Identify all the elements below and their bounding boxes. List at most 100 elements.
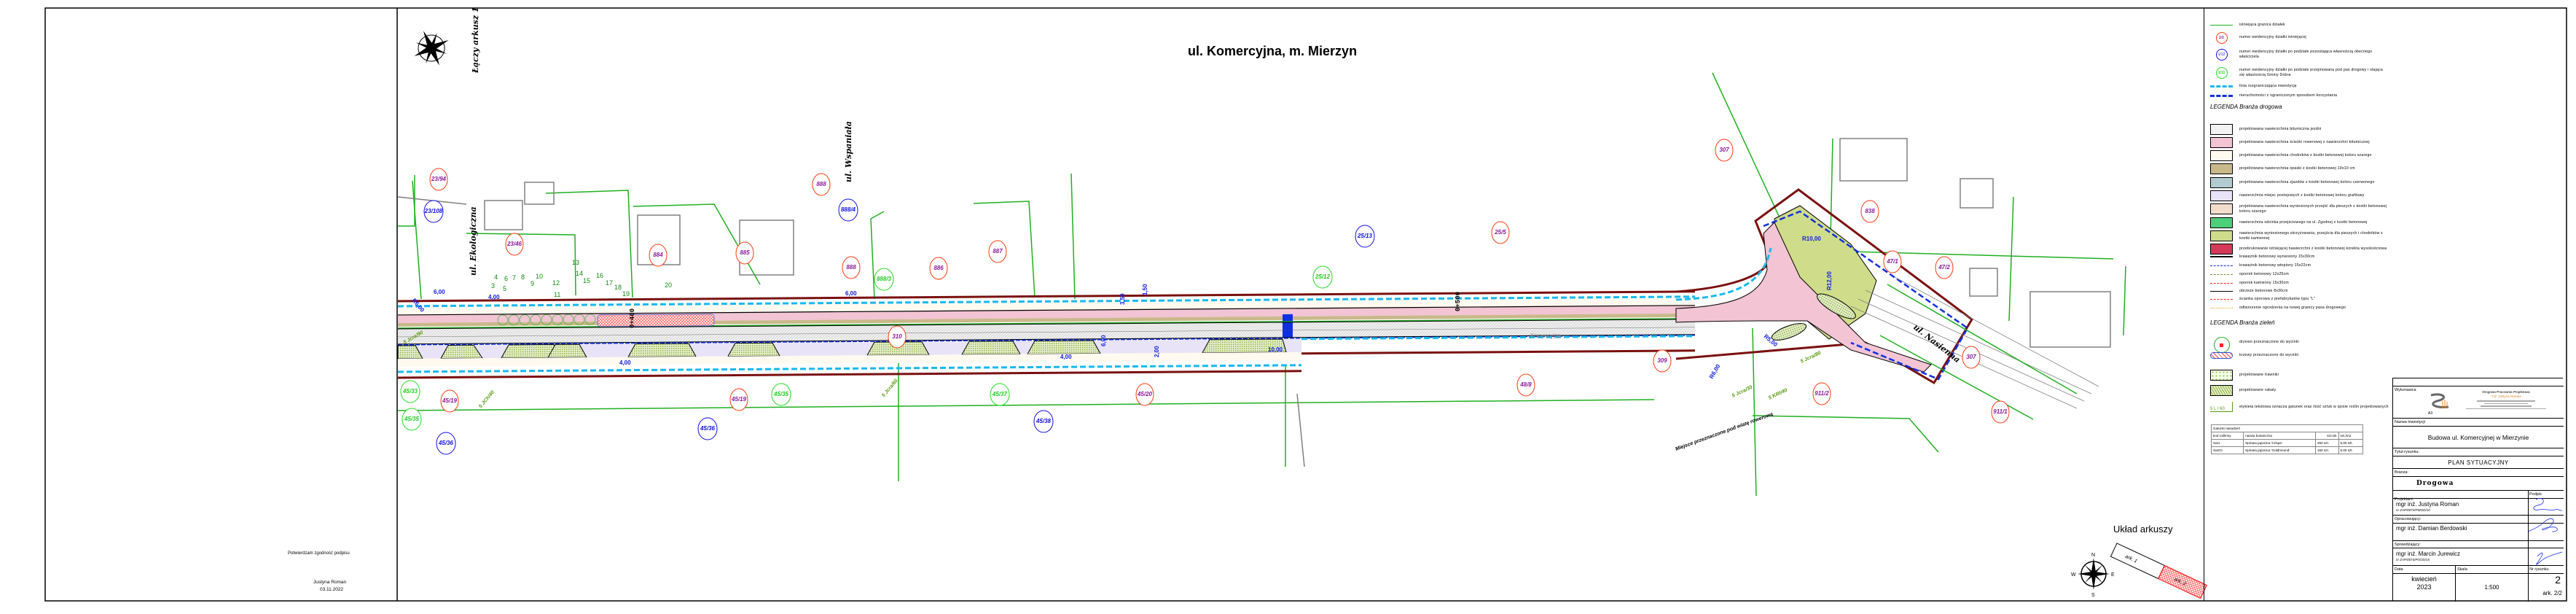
tree-numbers: 3 4 5 6 7 8 9 10 11 12 13 14 15 16 17 18… [491, 259, 672, 298]
tree-number: 20 [665, 281, 672, 289]
dimension: R10,00 [1802, 236, 1821, 242]
legend-line-symbol [2210, 290, 2233, 292]
parcel-label: 45/20 [1135, 383, 1154, 406]
title-block: Wykonawca A3 Drogowa Pracownia Projektow… [2392, 378, 2564, 602]
legend-swatch [2210, 124, 2233, 135]
parcel-label: 47/1 [1883, 250, 1902, 273]
svg-text:888: 888 [816, 181, 826, 187]
legend-item: projektowana nawierzchnia ścieżki rowero… [2210, 137, 2389, 148]
table-header: kod roślinny [2210, 432, 2244, 440]
signature-author [2529, 518, 2558, 532]
legend-item: projektowana nawierzchnia opaski z kostk… [2210, 163, 2389, 174]
station-marker: 0+400 [629, 308, 636, 328]
compass-rose-icon: N S E W [2071, 553, 2115, 598]
street-label-nasienna: ul. Nasienna [1911, 322, 1962, 365]
parcel-label: 888/4 [838, 198, 858, 222]
legend-item: 1/12 numer ewidencyjny działki po podzia… [2210, 49, 2389, 61]
dimension: 6,00 [434, 289, 445, 295]
branch-label: Branża: [2393, 469, 2564, 477]
legend-heading-road: LEGENDA Branża drogowa [2210, 104, 2282, 110]
signature-checker [2536, 551, 2563, 565]
planting-tag: 5 Jcra/80 [1800, 351, 1822, 365]
parcel-label: 25/13 [1355, 225, 1375, 248]
dimension: 6,00 [845, 290, 857, 297]
tree-number: 8 [521, 273, 525, 281]
shrub-removal-icon [2210, 352, 2233, 359]
parcel-label: 309 [1653, 349, 1672, 373]
plants-table-title: Gatunki nasadzeń [2211, 424, 2363, 432]
svg-text:838: 838 [1865, 208, 1875, 214]
parcel-label: 888/3 [874, 268, 894, 291]
svg-text:911/1: 911/1 [1993, 408, 2008, 415]
parcel-label: 887 [988, 240, 1007, 263]
compass-s: S [2091, 593, 2095, 598]
svg-text:45/38: 45/38 [1036, 418, 1052, 424]
parcel-label: 23/108 [423, 200, 444, 223]
tree-number: 7 [512, 274, 516, 281]
parcel-label: 838 [1860, 200, 1879, 223]
legend-item: projektowana nawierzchnia wyniesionych p… [2210, 203, 2389, 214]
legend-swatch [2210, 230, 2233, 241]
legend-sample: 5 L / 60 [2210, 402, 2233, 412]
svg-text:884: 884 [653, 252, 663, 258]
legend-item: projektowane trawniki [2210, 370, 2389, 381]
parcel-label: 884 [649, 244, 668, 267]
confirmation-name: Justyna Roman [313, 580, 347, 585]
legend-item: przebrukowanie istniejącej nawierzchni z… [2210, 244, 2389, 254]
dimension: 4,00 [619, 360, 631, 366]
author-name: mgr inż. Damian Berdowski [2393, 524, 2564, 541]
street-label-wspaniala: ul. Wspaniała [844, 121, 853, 182]
investment-name: Budowa ul. Komercyjnej w Mierzynie [2393, 427, 2564, 448]
signature-label: Podpis [2529, 492, 2542, 497]
svg-text:23/94: 23/94 [431, 176, 447, 182]
legend-heading-green: LEGENDA Branża zieleń [2210, 319, 2275, 326]
tree-number: 6 [504, 275, 508, 282]
parcel-label: 45/36 [436, 432, 456, 455]
legend-item: nawierzchnia wyniesionego skrzyżowania, … [2210, 230, 2389, 241]
svg-text:45/36: 45/36 [438, 440, 454, 446]
tree-number: 9 [531, 280, 534, 287]
parcel-label: 45/19 [729, 388, 748, 411]
legend-item: krawężnik betonowy wtopiony 15x22cm [2210, 263, 2389, 268]
parcel-label: 48/8 [1516, 373, 1535, 397]
legend-swatch [2210, 177, 2233, 188]
tree-number: 12 [552, 279, 560, 287]
legend-item: projektowana nawierzchnia bitumiczna jez… [2210, 124, 2389, 135]
contractor-section: Wykonawca A3 Drogowa Pracownia Projektow… [2393, 386, 2564, 419]
dimension: R6,00 [1708, 363, 1722, 380]
legend-item: 1/11 numer ewidencyjny działki po podzia… [2210, 67, 2389, 79]
scale-value: 1:500 [2484, 584, 2499, 591]
bike-shelter-note: Miejsce przeznaczone pod wiatę rowerową [1675, 412, 1774, 452]
svg-text:911/2: 911/2 [1814, 390, 1829, 397]
svg-text:45/36: 45/36 [700, 425, 716, 432]
legend-item: nawierzchnia miejsc postojowych z kostki… [2210, 190, 2389, 201]
svg-text:886: 886 [933, 265, 944, 271]
parcel-label: 47/2 [1935, 256, 1954, 279]
planting-tag: 5 Jcra/60 [881, 378, 899, 399]
legend-line-symbol [2210, 256, 2233, 258]
legend-item: nawierzchnia odcinka przejściowego na ul… [2210, 217, 2389, 228]
designer-license: nr ZAP/0074/PWOD/10 [2396, 508, 2430, 512]
station-marker: 0+500 [1455, 292, 1462, 311]
parcel-label: 885 [735, 241, 754, 265]
designer-label: Projektant: [2395, 497, 2414, 502]
tree-number: 3 [491, 282, 495, 289]
svg-text:307: 307 [1966, 354, 1976, 360]
road-komercyjna [397, 290, 1695, 379]
flowerbed-swatch [2210, 385, 2233, 396]
legend-item: opornik kamienny 15x30cm [2210, 281, 2389, 285]
legend-item: opornik betonowy 12x25cm [2210, 272, 2389, 276]
dimension: 2,00 [1154, 346, 1160, 357]
svg-text:310: 310 [892, 333, 902, 340]
dimension: 4,00 [488, 294, 500, 300]
legend-swatch [2210, 190, 2233, 201]
date-label: Data [2395, 567, 2403, 572]
junction [1675, 188, 2099, 420]
company-logo: A3 [2428, 392, 2453, 416]
legend-line-symbol [2210, 298, 2233, 300]
legend-line-symbol [2210, 265, 2233, 266]
legend-item: odtworzenie ogrodzenia na nowej granicy … [2210, 306, 2389, 310]
parcel-labels: 23/94 23/108 23/46 884 885 888 888/4 888… [400, 139, 2010, 455]
parcel-label: 45/35 [402, 408, 422, 431]
